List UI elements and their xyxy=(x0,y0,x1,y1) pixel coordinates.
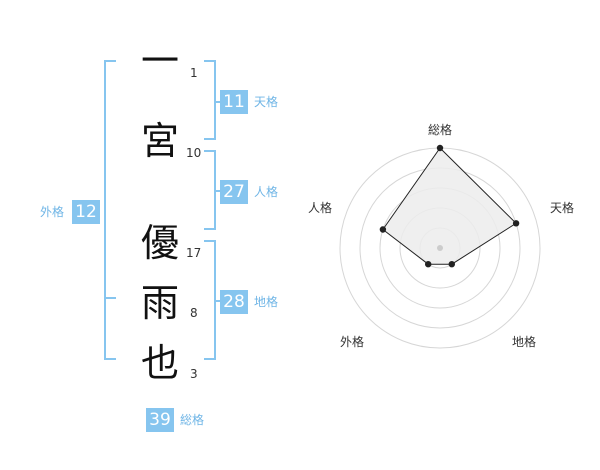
name-char-3: 優 xyxy=(140,221,179,265)
gaikaku-label: 外格 xyxy=(40,205,65,219)
gaikaku-bracket-mid-tick xyxy=(104,297,116,299)
soukaku-label: 総格 xyxy=(180,413,205,427)
soukaku-value: 39 xyxy=(146,408,174,432)
radar-point-4 xyxy=(379,226,387,233)
name-char-1: 一 xyxy=(140,39,179,83)
chikaku-value: 28 xyxy=(220,290,248,314)
gaikaku-bracket xyxy=(104,60,116,360)
stroke-count-1: 1 xyxy=(190,66,198,80)
name-char-5: 也 xyxy=(140,341,179,385)
tenkaku-connector xyxy=(216,101,222,103)
radar-point-2 xyxy=(448,261,455,268)
radar-data-area xyxy=(382,147,517,265)
jinkaku-bracket xyxy=(204,150,216,230)
radar-point-3 xyxy=(425,261,432,268)
gaikaku-value: 12 xyxy=(72,200,100,224)
tenkaku-bracket xyxy=(204,60,216,140)
radar-label-tenkaku: 天格 xyxy=(550,200,574,215)
stroke-count-5: 3 xyxy=(190,367,198,381)
jinkaku-connector xyxy=(216,190,222,192)
chikaku-label: 地格 xyxy=(254,295,279,309)
stroke-count-3: 17 xyxy=(186,246,202,260)
stroke-count-4: 8 xyxy=(190,306,198,320)
radar-center-dot xyxy=(437,245,443,251)
radar-label-soukaku: 総格 xyxy=(428,122,452,137)
radar-label-jinkaku: 人格 xyxy=(308,200,332,215)
jinkaku-value: 27 xyxy=(220,180,248,204)
fortune-radar-chart: 総格 天格 地格 外格 人格 xyxy=(308,122,574,349)
jinkaku-label: 人格 xyxy=(254,185,279,199)
radar-axis-labels: 総格 天格 地格 外格 人格 xyxy=(308,122,574,349)
name-char-4: 雨 xyxy=(140,281,179,325)
name-char-2: 宮 xyxy=(140,119,179,163)
tenkaku-label: 天格 xyxy=(254,95,279,109)
chikaku-bracket xyxy=(204,240,216,360)
radar-data-points xyxy=(379,144,520,268)
tenkaku-value: 11 xyxy=(220,90,248,114)
stroke-count-2: 10 xyxy=(186,146,202,160)
radar-point-1 xyxy=(512,220,520,227)
radar-label-chikaku: 地格 xyxy=(512,334,536,349)
radar-label-gaikaku: 外格 xyxy=(340,334,364,349)
radar-point-0 xyxy=(436,144,444,152)
chikaku-connector xyxy=(216,300,222,302)
